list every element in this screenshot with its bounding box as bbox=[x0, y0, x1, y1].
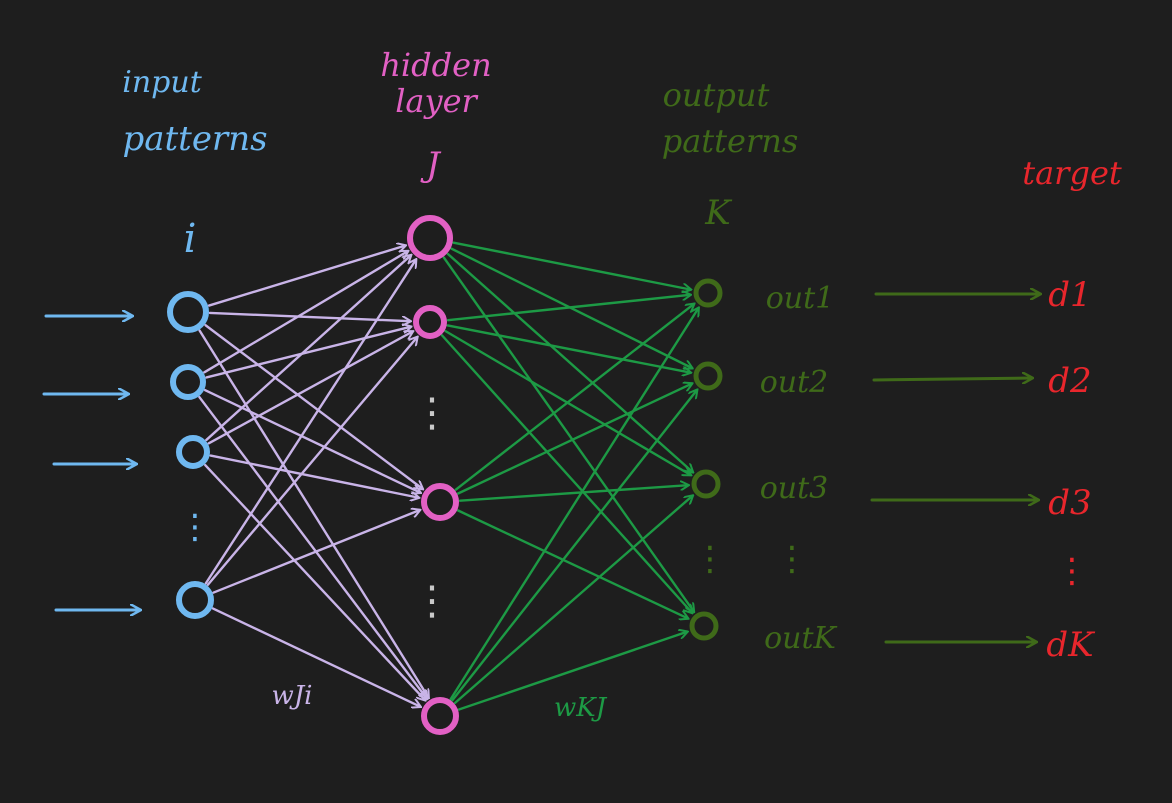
edge-kj-3-3 bbox=[457, 632, 687, 711]
output-node-2 bbox=[693, 361, 723, 391]
edge-ji-3-2 bbox=[212, 510, 420, 594]
hidden-node-4 bbox=[421, 697, 459, 735]
edge-kj-3-0 bbox=[449, 308, 699, 701]
input-node-4 bbox=[176, 581, 214, 619]
network-nodes bbox=[167, 215, 723, 735]
output-label-k: outK bbox=[764, 621, 837, 656]
weight-edges-kj bbox=[440, 241, 699, 711]
input-ellipsis: ⋮ bbox=[178, 507, 212, 547]
edge-kj-0-0 bbox=[452, 241, 691, 290]
target-label-3: d3 bbox=[1048, 483, 1091, 523]
target-label-2: d2 bbox=[1048, 361, 1091, 401]
edge-kj-3-1 bbox=[451, 390, 696, 702]
output-node-1 bbox=[693, 278, 723, 308]
input-node-1 bbox=[167, 291, 209, 333]
output-label-ellipsis: ⋮ bbox=[775, 539, 809, 579]
output-label-2: out2 bbox=[760, 365, 829, 400]
edge-ji-3-1 bbox=[206, 337, 417, 586]
edge-ji-0-3 bbox=[198, 329, 429, 698]
edge-kj-2-3 bbox=[456, 509, 688, 619]
output-index-label: K bbox=[704, 193, 733, 233]
input-node-2 bbox=[170, 364, 206, 400]
edge-kj-2-1 bbox=[456, 384, 692, 495]
weight-ji-label: wJi bbox=[272, 681, 313, 711]
output-node-3 bbox=[691, 469, 721, 499]
edge-ji-3-3 bbox=[211, 607, 420, 707]
hidden-ellipsis-lower: ⋮ bbox=[412, 578, 452, 624]
output-node-4 bbox=[689, 611, 719, 641]
output-label-1: out1 bbox=[766, 281, 835, 316]
edge-kj-1-1 bbox=[446, 324, 691, 372]
edge-ji-1-0 bbox=[203, 251, 407, 374]
edge-ji-3-0 bbox=[204, 260, 416, 585]
edge-kj-2-2 bbox=[458, 485, 688, 502]
input-title-line1: input bbox=[122, 65, 202, 100]
edge-kj-0-2 bbox=[446, 252, 693, 472]
edge-ji-0-0 bbox=[207, 246, 405, 307]
hidden-index-label: J bbox=[420, 145, 442, 185]
output-label-3: out3 bbox=[760, 471, 829, 506]
input-index-label: i bbox=[184, 216, 197, 262]
output-to-target-arrows bbox=[870, 294, 1040, 642]
target-label-k: dK bbox=[1046, 625, 1096, 665]
output-title-line1: output bbox=[663, 76, 770, 114]
edge-ji-2-2 bbox=[209, 454, 419, 498]
hidden-node-2 bbox=[413, 305, 447, 339]
hidden-node-3 bbox=[421, 483, 459, 521]
edge-ji-1-3 bbox=[198, 395, 426, 698]
output-title-line2: patterns bbox=[662, 122, 799, 160]
target-label-1: d1 bbox=[1048, 275, 1091, 315]
target-ellipsis: ⋮ bbox=[1055, 551, 1089, 591]
edge-kj-2-0 bbox=[454, 304, 694, 491]
edge-ji-2-3 bbox=[204, 463, 425, 700]
weight-kj-label: wKJ bbox=[554, 693, 608, 723]
target-title: target bbox=[1022, 154, 1122, 192]
edge-kj-3-2 bbox=[453, 496, 692, 705]
output-target-arrow-2 bbox=[872, 378, 1032, 380]
input-title-line2: patterns bbox=[122, 119, 267, 159]
hidden-node-1 bbox=[407, 215, 453, 261]
weight-edges-ji bbox=[198, 246, 429, 707]
edge-ji-2-0 bbox=[205, 255, 410, 442]
hidden-title-line1: hidden bbox=[380, 46, 491, 84]
input-node-3 bbox=[176, 435, 210, 469]
edge-kj-1-3 bbox=[440, 334, 692, 612]
edge-kj-1-0 bbox=[446, 295, 690, 322]
edge-kj-0-3 bbox=[442, 256, 694, 612]
hidden-ellipsis-upper: ⋮ bbox=[412, 390, 452, 436]
edge-ji-0-2 bbox=[204, 324, 423, 489]
edge-ji-1-1 bbox=[205, 327, 410, 379]
edge-ji-2-1 bbox=[207, 332, 413, 445]
hidden-title-line2: layer bbox=[395, 82, 478, 120]
output-node-ellipsis: ⋮ bbox=[693, 539, 727, 579]
input-arrows bbox=[42, 316, 140, 610]
